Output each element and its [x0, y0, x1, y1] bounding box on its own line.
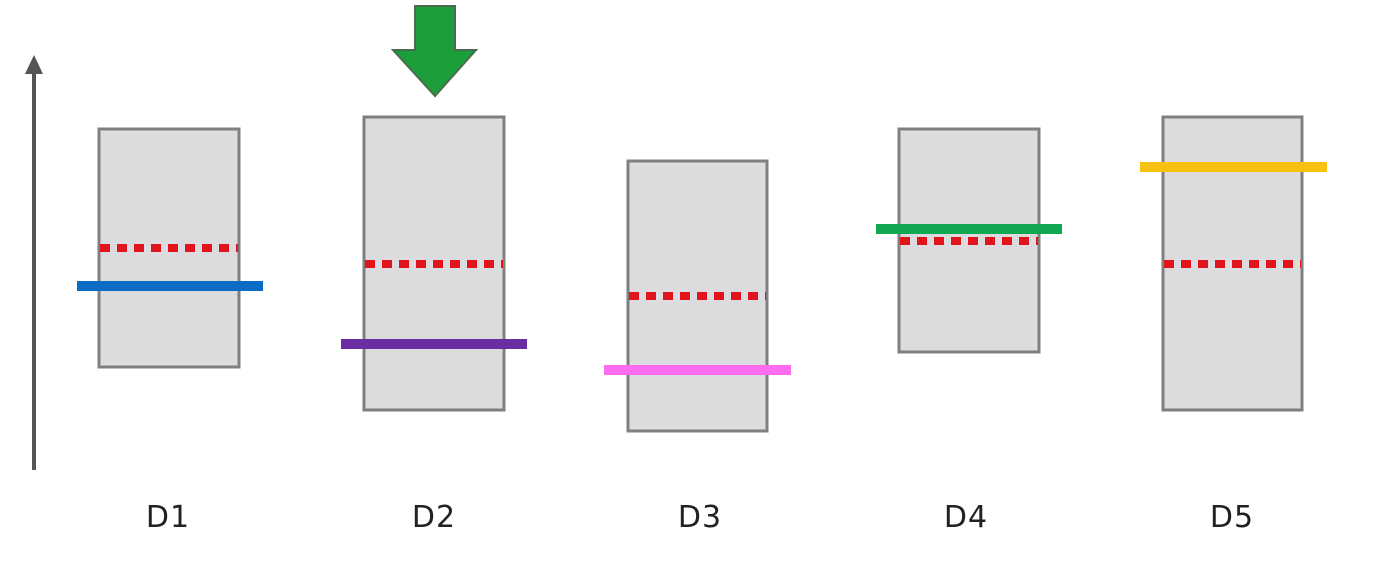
column-label-d2: D2 [411, 500, 457, 535]
column-label-d1: D1 [145, 500, 191, 535]
down-arrow-icon [390, 5, 479, 98]
column-d2 [341, 115, 527, 412]
column-d5 [1140, 115, 1327, 412]
column-d4 [876, 127, 1062, 354]
column-d3 [604, 159, 791, 433]
axis-arrowhead-icon [25, 55, 43, 74]
column-d1 [77, 127, 263, 369]
vertical-axis [25, 55, 43, 470]
column-label-d4: D4 [943, 500, 989, 535]
column-label-d5: D5 [1209, 500, 1255, 535]
column-label-d3: D3 [677, 500, 723, 535]
